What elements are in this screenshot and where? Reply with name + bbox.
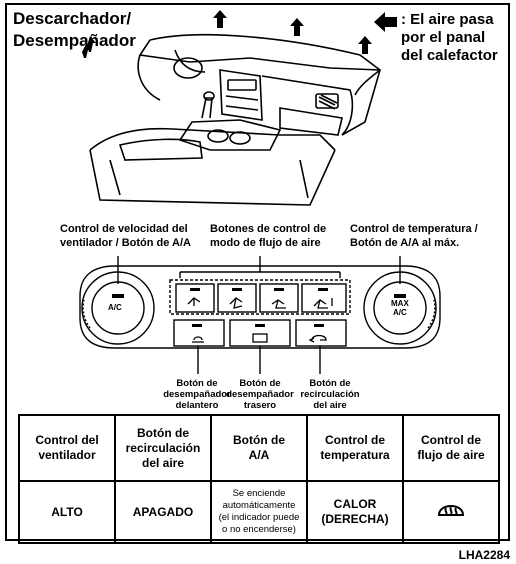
front-defrost-button-icon	[192, 336, 204, 343]
front-defrost-line-2: desempañador	[163, 389, 231, 400]
rear-defrost-button-label: Botón de desempañador trasero	[223, 378, 297, 411]
cell-ac: Se enciende automáticamente (el indicado…	[210, 480, 308, 544]
cell-fan: ALTO	[18, 480, 116, 544]
right-knob-label-2: A/C	[393, 308, 407, 317]
recirculation-button-label: Botón de recirculación del aire	[293, 378, 367, 411]
recirculation-button-icon	[308, 334, 327, 343]
rear-defrost-button-icon	[252, 333, 268, 343]
ac-line: Se enciende	[232, 488, 286, 499]
legend-line-2: por el panal	[401, 29, 486, 46]
recirc-line-2: recirculación	[300, 389, 360, 400]
mode-buttons-callout: Botones de control de modo de flujo de a…	[210, 222, 326, 250]
temperature-control-callout: Control de temperatura / Botón de A/A al…	[350, 222, 478, 250]
header-text: del aire	[141, 455, 185, 470]
fan-control-callout: Control de velocidad del ventilador / Bo…	[60, 222, 191, 250]
header-text: flujo de aire	[417, 448, 485, 462]
header-text: recirculación	[125, 440, 201, 455]
header-text: Botón de	[137, 425, 189, 440]
temp-line: (DERECHA)	[321, 512, 389, 526]
ac-line: (el indicador puede	[218, 512, 300, 523]
header-text: Botón de	[233, 433, 285, 447]
rear-defrost-line-1: Botón de	[239, 378, 281, 389]
mode-callout-line-1: Botones de control de	[210, 223, 327, 235]
header-text: Control del	[35, 433, 99, 447]
header-ac-button: Botón de A/A	[210, 414, 308, 482]
front-defrost-button-label: Botón de desempañador delantero	[160, 378, 234, 411]
header-text: Control de	[325, 433, 385, 447]
recirc-line-3: del aire	[313, 400, 347, 411]
fan-callout-line-2: ventilador / Botón de A/A	[60, 237, 191, 249]
front-defrost-line-3: delantero	[175, 400, 219, 411]
left-knob-label: A/C	[108, 303, 122, 312]
cell-temperature: CALOR (DERECHA)	[306, 480, 404, 544]
arrow-left-icon	[374, 12, 397, 32]
climate-control-panel	[79, 256, 441, 374]
mode-callout-line-2: modo de flujo de aire	[210, 237, 321, 249]
legend-line-3: del calefactor	[401, 47, 498, 64]
temp-line: CALOR	[333, 497, 377, 511]
header-text: A/A	[248, 448, 270, 462]
temp-callout-line-2: Botón de A/A al máx.	[350, 237, 460, 249]
figure-id: LHA2284	[458, 548, 510, 562]
dashboard-illustration	[82, 10, 382, 206]
header-recirculation: Botón de recirculación del aire	[114, 414, 212, 482]
rear-defrost-line-2: desempañador	[226, 389, 294, 400]
temp-callout-line-1: Control de temperatura /	[350, 223, 478, 235]
right-knob-labels: MAX A/C	[391, 299, 409, 317]
floor-mode-icon	[271, 299, 286, 309]
floor-defrost-mode-icon	[313, 298, 333, 309]
defrost-icon	[437, 505, 465, 516]
cell-recirculation: APAGADO	[114, 480, 212, 544]
rear-defrost-line-3: trasero	[243, 400, 277, 411]
front-defrost-line-1: Botón de	[176, 378, 218, 389]
header-temperature: Control de temperatura	[306, 414, 404, 482]
right-knob-label-1: MAX	[391, 299, 409, 308]
title-line-2: Desempañador	[13, 31, 136, 50]
header-text: ventilador	[38, 448, 96, 462]
cell-airflow	[402, 480, 500, 544]
ac-line: o no encenderse)	[222, 524, 296, 535]
settings-table: Control del ventilador Botón de recircul…	[18, 414, 500, 544]
face-mode-icon	[187, 297, 201, 306]
header-text: Control de	[421, 433, 481, 447]
header-text: temperatura	[320, 448, 390, 462]
header-fan-control: Control del ventilador	[18, 414, 116, 482]
legend-line-1: : El aire pasa	[401, 11, 494, 28]
title-line-1: Descarchador/	[13, 9, 132, 28]
recirc-line-1: Botón de	[309, 378, 351, 389]
legend-text: : El aire pasa por el panal del calefact…	[401, 11, 498, 65]
table-row: ALTO APAGADO Se enciende automáticamente…	[18, 480, 500, 544]
header-airflow: Control de flujo de aire	[402, 414, 500, 482]
ac-line: automáticamente	[222, 500, 296, 511]
fan-callout-line-1: Control de velocidad del	[60, 223, 188, 235]
figure-title: Descarchador/ Desempañador	[13, 8, 136, 52]
bilevel-mode-icon	[229, 297, 243, 309]
table-header-row: Control del ventilador Botón de recircul…	[18, 414, 500, 482]
